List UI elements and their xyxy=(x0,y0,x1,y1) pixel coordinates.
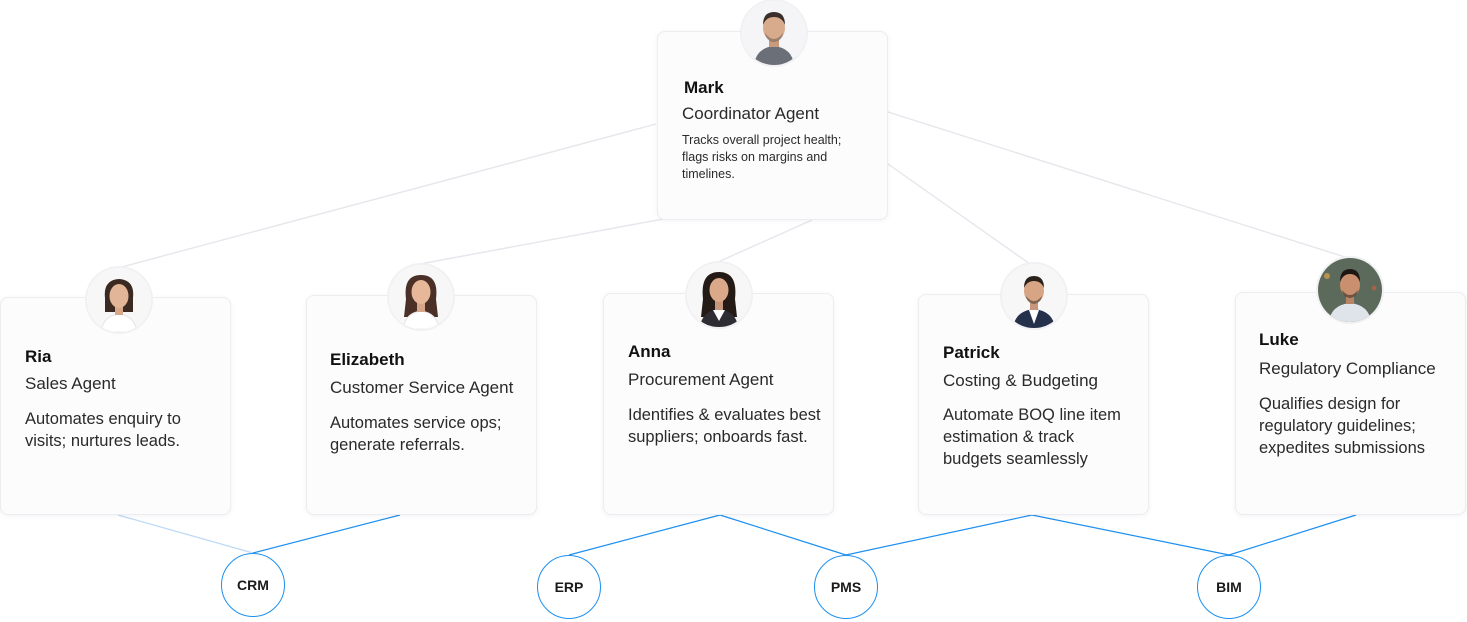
agent-description-elizabeth: Automates service ops; generate referral… xyxy=(330,414,502,454)
connector-coordinator-elizabeth xyxy=(419,213,691,265)
connector-patrick-bim xyxy=(1031,514,1230,556)
agent-avatar-anna xyxy=(687,263,751,327)
agent-card-patrick xyxy=(918,294,1149,515)
connector-coordinator-patrick xyxy=(887,163,1031,265)
agent-role-luke: Regulatory Compliance xyxy=(1259,359,1436,378)
agent-description-ria: Automates enquiry to visits; nurtures le… xyxy=(25,410,181,450)
agent-role-anna: Procurement Agent xyxy=(628,370,774,389)
woman-portrait-icon xyxy=(87,268,151,332)
system-node-bim[interactable]: BIM xyxy=(1197,555,1261,619)
agent-description-anna: Identifies & evaluates best suppliers; o… xyxy=(628,406,821,446)
agent-avatar-luke xyxy=(1318,258,1382,322)
coordinator-description: Tracks overall project health; flags ris… xyxy=(682,133,842,181)
agent-description-luke: Qualifies design for regulatory guidelin… xyxy=(1259,395,1425,457)
agent-name-elizabeth: Elizabeth xyxy=(330,350,405,369)
agent-role-elizabeth: Customer Service Agent xyxy=(330,378,514,397)
agent-card-anna xyxy=(603,293,834,515)
connector-anna-erp xyxy=(568,514,721,556)
woman-portrait-icon xyxy=(389,265,453,329)
woman-portrait-icon xyxy=(687,263,751,327)
agent-name-anna: Anna xyxy=(628,342,671,361)
system-node-crm[interactable]: CRM xyxy=(221,553,285,617)
coordinator-name: Mark xyxy=(684,78,724,97)
connector-ria-crm xyxy=(117,514,254,554)
agent-avatar-ria xyxy=(87,268,151,332)
coordinator-role: Coordinator Agent xyxy=(682,104,820,123)
agent-name-patrick: Patrick xyxy=(943,343,1000,362)
agent-role-patrick: Costing & Budgeting xyxy=(943,371,1098,390)
agent-card-elizabeth xyxy=(306,295,537,515)
agent-name-luke: Luke xyxy=(1259,330,1299,349)
man-portrait-icon xyxy=(1318,258,1382,322)
man-portrait-icon xyxy=(1002,264,1066,328)
system-connectors xyxy=(252,514,1357,556)
agent-name-ria: Ria xyxy=(25,347,52,366)
connector-coordinator-luke xyxy=(887,111,1349,259)
connector-anna-pms xyxy=(719,514,847,556)
connector-elizabeth-crm xyxy=(252,514,401,554)
system-node-pms[interactable]: PMS xyxy=(814,555,878,619)
connector-coordinator-ria xyxy=(117,123,657,269)
coordinator-avatar xyxy=(742,1,806,65)
connector-luke-bim xyxy=(1228,514,1357,556)
man-portrait-icon xyxy=(742,1,806,65)
agent-connectors xyxy=(117,514,254,554)
system-node-erp[interactable]: ERP xyxy=(537,555,601,619)
connector-patrick-pms xyxy=(845,514,1033,556)
agent-avatar-patrick xyxy=(1002,264,1066,328)
agent-avatar-elizabeth xyxy=(389,265,453,329)
agent-role-ria: Sales Agent xyxy=(25,374,116,393)
coordinator-connectors xyxy=(117,111,1349,269)
agent-description-patrick: Automate BOQ line item estimation & trac… xyxy=(943,406,1121,468)
agent-card-luke xyxy=(1235,292,1466,515)
connector-coordinator-anna xyxy=(717,219,813,263)
